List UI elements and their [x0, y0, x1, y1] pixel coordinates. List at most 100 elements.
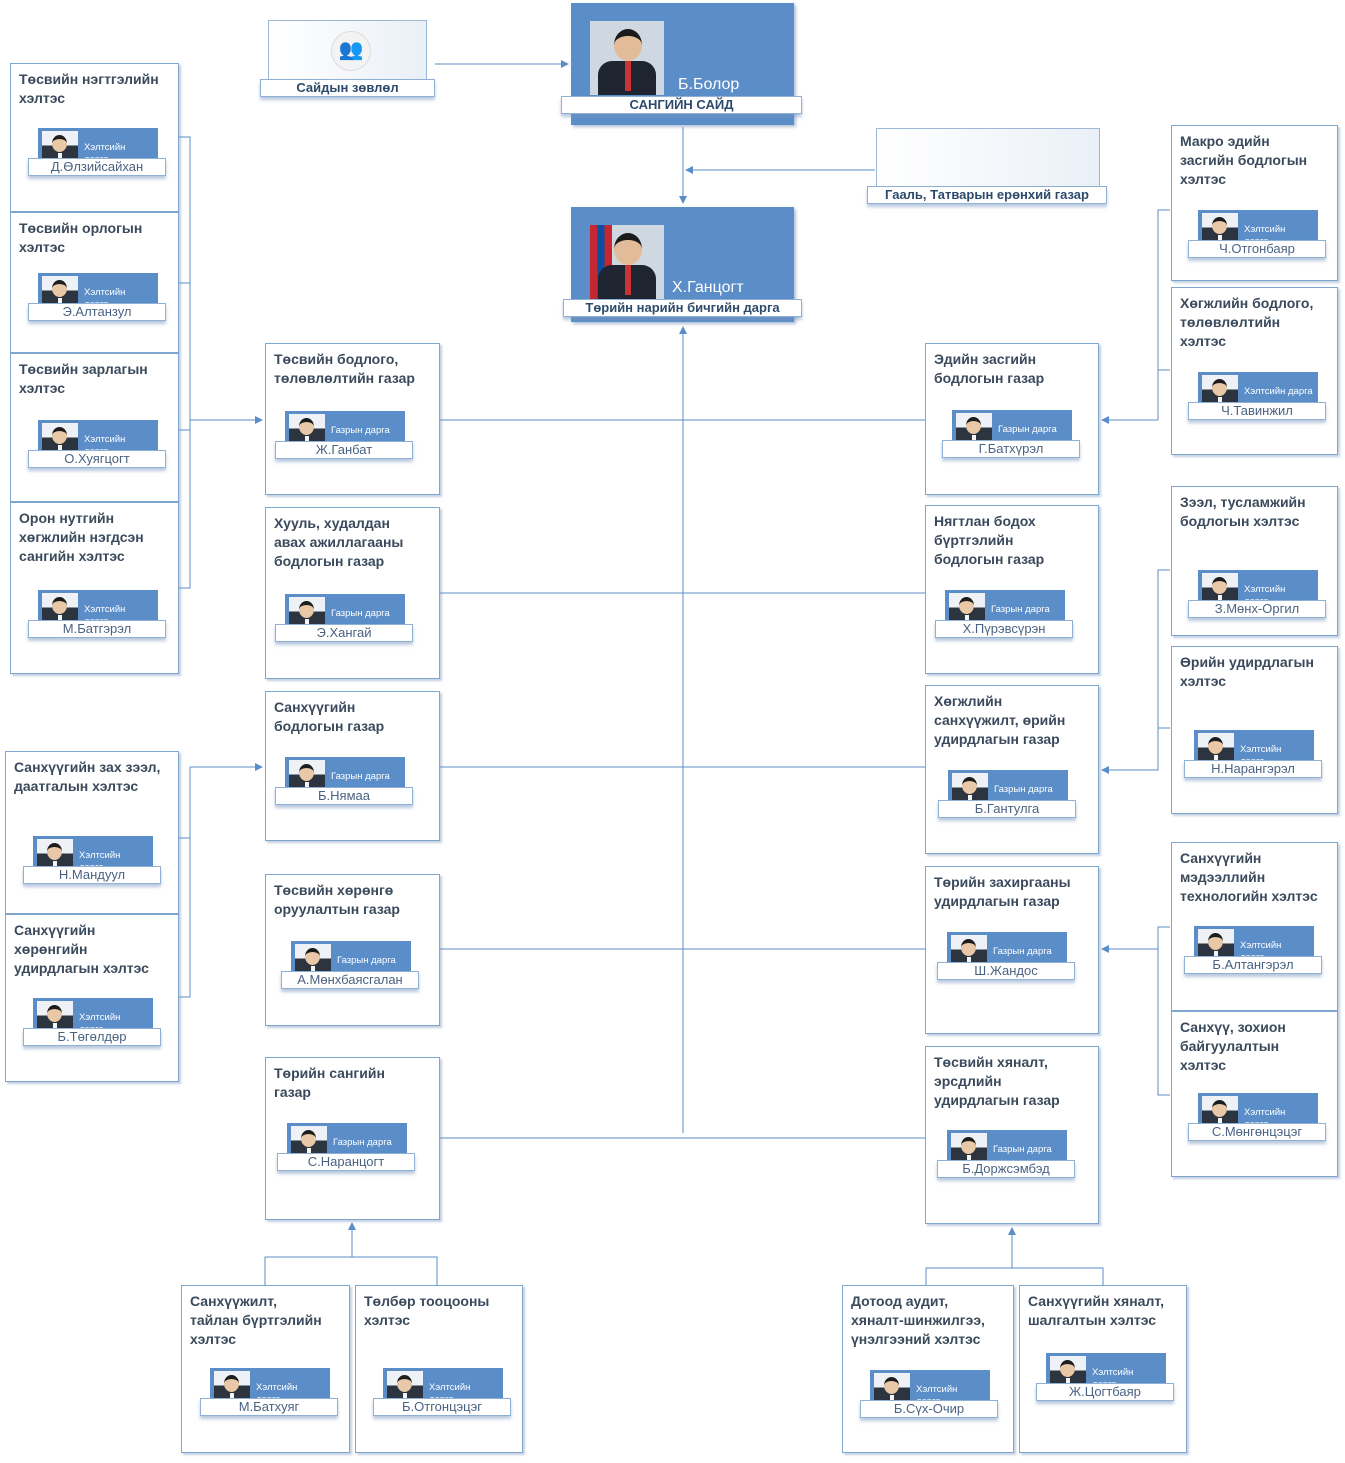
org-unit-box[interactable]: Нягтлан бодох бүртгэлийн бодлогын газар	[925, 505, 1099, 674]
org-unit-title: Санхүү, зохион байгуулалтын хэлтэс	[1180, 1019, 1286, 1073]
head-role: Газрын дарга	[333, 1137, 392, 1148]
org-unit-title: Төсвийн зарлагын хэлтэс	[19, 361, 148, 396]
head-card[interactable]: Хэлтсийн даргаН.Нарангэрэл	[1184, 730, 1322, 778]
org-unit-title: Төсвийн нэгтгэлийн хэлтэс	[19, 71, 159, 106]
head-role: Газрын дарга	[331, 771, 390, 782]
customs-box[interactable]	[876, 128, 1100, 190]
head-card[interactable]: Хэлтсийн даргаЗ.Мөнх-Оргил	[1188, 570, 1326, 618]
org-unit-title: Төлбөр тооцооны хэлтэс	[364, 1293, 490, 1328]
head-name: М.Батхуяг	[200, 1398, 338, 1416]
org-unit-title: Хөгжлийн бодлого, төлөвлөлтийн хэлтэс	[1180, 295, 1314, 349]
org-unit-title: Төсвийн хөрөнгө оруулалтын газар	[274, 882, 400, 917]
secretary-photo	[590, 225, 664, 299]
head-role: Газрын дарга	[994, 784, 1053, 795]
org-unit-title: Санхүүгийн зах зээл, даатгалын хэлтэс	[14, 759, 161, 794]
org-unit-title: Эдийн засгийн бодлогын газар	[934, 351, 1045, 386]
org-unit-title: Макро эдийн засгийн бодлогын хэлтэс	[1180, 133, 1308, 187]
org-unit-title: Төрийн сангийн газар	[274, 1065, 385, 1100]
org-unit-title: Хөгжлийн санхүүжилт, өрийн удирдлагын га…	[934, 693, 1066, 747]
head-name: Б.Сүх-Очир	[860, 1400, 998, 1418]
head-name: Э.Алтанзул	[28, 303, 166, 321]
head-name: Б.Төгөлдөр	[23, 1028, 161, 1046]
org-unit-title: Санхүүгийн хөрөнгийн удирдлагын хэлтэс	[14, 922, 149, 976]
head-name: Ч.Тавинжил	[1188, 402, 1326, 420]
head-card[interactable]: Хэлтсийн даргаД.Өлзийсайхан	[28, 128, 166, 176]
secretary-title: Төрийн нарийн бичгийн дарга	[563, 299, 802, 317]
head-role: Газрын дарга	[991, 604, 1050, 615]
org-unit-box[interactable]: Дотоод аудит, хяналт-шинжилгээ, үнэлгээн…	[842, 1285, 1014, 1453]
head-name: Б.Отгонцэцэг	[373, 1398, 511, 1416]
org-unit-title: Дотоод аудит, хяналт-шинжилгээ, үнэлгээн…	[851, 1293, 985, 1347]
head-card[interactable]: Хэлтсийн даргаО.Хуягцогт	[28, 420, 166, 468]
secretary-box[interactable]: Х.Ганцогт Төрийн нарийн бичгийн дарга	[563, 207, 802, 322]
council-label: Сайдын зөвлөл	[260, 79, 435, 97]
org-unit-title: Зээл, тусламжийн бодлогын хэлтэс	[1180, 494, 1306, 529]
minister-box[interactable]: Б.Болор САНГИЙН САЙД	[561, 3, 802, 125]
council-box[interactable]: 👥	[268, 20, 427, 90]
head-name: З.Мөнх-Оргил	[1188, 600, 1326, 618]
head-name: С.Мөнгөнцэцэг	[1188, 1123, 1326, 1141]
org-unit-title: Төсвийн бодлого, төлөвлөлтийн газар	[274, 351, 415, 386]
head-name: Г.Батхүрэл	[942, 440, 1080, 458]
head-role: Газрын дарга	[331, 425, 390, 436]
minister-title: САНГИЙН САЙД	[561, 96, 802, 114]
org-unit-title: Санхүүгийн мэдээллийн технологийн хэлтэс	[1180, 850, 1318, 904]
org-unit-title: Төсвийн хяналт, эрсдлийн удирдлагын газа…	[934, 1054, 1060, 1108]
org-unit-title: Санхүүжилт, тайлан бүртгэлийн хэлтэс	[190, 1293, 322, 1347]
head-role: Газрын дарга	[331, 608, 390, 619]
head-name: Э.Хангай	[275, 624, 413, 642]
head-card[interactable]: Хэлтсийн даргаМ.Батгэрэл	[28, 590, 166, 638]
head-name: Б.Доржсэмбэд	[937, 1160, 1075, 1178]
head-name: Ж.Цогтбаяр	[1036, 1383, 1174, 1401]
org-unit-title: Санхүүгийн хяналт, шалгалтын хэлтэс	[1028, 1293, 1165, 1328]
head-name: О.Хуягцогт	[28, 450, 166, 468]
head-card[interactable]: Хэлтсийн даргаН.Мандуул	[23, 836, 161, 884]
head-name: С.Наранцогт	[277, 1153, 415, 1171]
head-role: Газрын дарга	[998, 424, 1057, 435]
minister-name: Б.Болор	[678, 76, 740, 93]
head-name: Ч.Отгонбаяр	[1188, 240, 1326, 258]
head-name: Х.Пүрэвсүрэн	[935, 620, 1073, 638]
org-unit-title: Өрийн удирдлагын хэлтэс	[1180, 654, 1314, 689]
org-unit-box[interactable]: Орон нутгийн хөгжлийн нэгдсэн сангийн хэ…	[10, 502, 179, 674]
head-role: Газрын дарга	[993, 1144, 1052, 1155]
head-name: Б.Алтангэрэл	[1184, 956, 1322, 974]
org-unit-box[interactable]: Санхүүгийн зах зээл, даатгалын хэлтэс	[5, 751, 179, 914]
head-name: Ш.Жандос	[937, 962, 1075, 980]
head-role: Газрын дарга	[337, 955, 396, 966]
org-unit-title: Төсвийн орлогын хэлтэс	[19, 220, 143, 255]
head-role: Газрын дарга	[993, 946, 1052, 957]
head-card[interactable]: Хэлтсийн даргаМ.Батхуяг	[200, 1368, 338, 1416]
org-unit-box[interactable]: Хууль, худалдан авах ажиллагааны бодлогы…	[265, 507, 440, 679]
org-unit-title: Хууль, худалдан авах ажиллагааны бодлогы…	[274, 515, 404, 569]
head-name: Б.Гантулга	[938, 800, 1076, 818]
head-name: А.Мөнхбаясгалан	[281, 971, 419, 989]
org-unit-box[interactable]: Хөгжлийн бодлого, төлөвлөлтийн хэлтэс	[1171, 287, 1338, 455]
org-unit-title: Нягтлан бодох бүртгэлийн бодлогын газар	[934, 513, 1045, 567]
head-name: Д.Өлзийсайхан	[28, 158, 166, 176]
org-unit-title: Орон нутгийн хөгжлийн нэгдсэн сангийн хэ…	[19, 510, 144, 564]
head-role: Хэлтсийн дарга	[1244, 386, 1313, 397]
head-name: М.Батгэрэл	[28, 620, 166, 638]
org-unit-box[interactable]: Хөгжлийн санхүүжилт, өрийн удирдлагын га…	[925, 685, 1099, 854]
